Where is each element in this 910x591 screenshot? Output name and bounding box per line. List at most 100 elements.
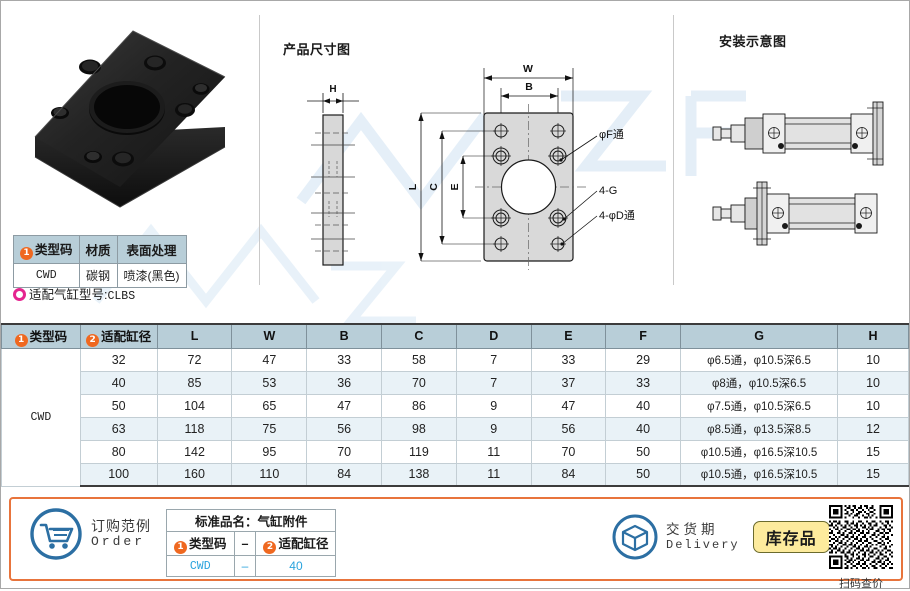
pink-ring-icon [13, 288, 26, 301]
spec-cell-B: 84 [306, 462, 382, 487]
front-view-drawing: W B [407, 63, 635, 270]
spec-cell-D: 9 [455, 393, 532, 418]
spec-bore-cell: 100 [79, 462, 158, 487]
order-example-type-code: CWD [166, 555, 235, 577]
spec-cell-C: 58 [381, 347, 457, 372]
delivery-box-icon [612, 514, 658, 560]
installation-diagram-title: 安装示意图 [719, 34, 787, 49]
divider-left [259, 15, 260, 285]
product-photo [15, 17, 240, 217]
spec-cell-G: φ10.5通，φ16.5深10.5 [679, 462, 839, 487]
spec-cell-E: 33 [530, 347, 607, 372]
spec-header-D: D [455, 323, 532, 349]
info-type-code-value: CWD [13, 263, 80, 288]
callout-f-through: φF通 [599, 128, 624, 141]
qr-caption: 扫码查价 [839, 578, 883, 590]
label-E: E [449, 183, 461, 190]
fit-label: 适配气缸型号 [29, 288, 105, 302]
spec-cell-L: 160 [156, 462, 233, 487]
label-W: W [523, 63, 533, 75]
spec-cell-L: 104 [156, 393, 233, 418]
spec-cell-H: 15 [837, 462, 909, 487]
spec-cell-L: 85 [156, 370, 233, 395]
label-C: C [428, 183, 440, 191]
spec-cell-D: 11 [455, 439, 532, 464]
delivery-label-en: Delivery [666, 537, 740, 552]
spec-header-W: W [231, 323, 308, 349]
spec-header-L: L [156, 323, 233, 349]
spec-cell-E: 47 [530, 393, 607, 418]
spec-header-F: F [605, 323, 681, 349]
spec-cell-W: 110 [231, 462, 308, 487]
spec-cell-W: 47 [231, 347, 308, 372]
spec-cell-D: 9 [455, 416, 532, 441]
spec-cell-F: 40 [605, 393, 681, 418]
spec-cell-C: 119 [381, 439, 457, 464]
spec-cell-H: 15 [837, 439, 909, 464]
delivery-block: 交货期 Delivery 库存品 [611, 513, 830, 561]
top-region: 产品尺寸图 安装示意图 H [1, 1, 909, 313]
spec-cell-G: φ8.5通，φ13.5深8.5 [679, 416, 839, 441]
dimension-drawing-title: 产品尺寸图 [283, 42, 351, 57]
order-separator-header: – [233, 531, 257, 556]
spec-cell-W: 65 [231, 393, 308, 418]
fit-value: CLBS [107, 290, 136, 303]
spec-cell-G: φ10.5通，φ16.5深10.5 [679, 439, 839, 464]
spec-cell-W: 53 [231, 370, 308, 395]
order-label-block: 订购范例 Order [91, 518, 151, 549]
spec-cell-H: 10 [837, 393, 909, 418]
fit-cylinder-note: 适配气缸型号:CLBS [13, 284, 135, 303]
spec-cell-F: 50 [605, 439, 681, 464]
label-H: H [329, 84, 336, 95]
spec-cell-C: 86 [381, 393, 457, 418]
badge-2-icon: 2 [263, 541, 277, 554]
spec-cell-E: 84 [530, 462, 607, 487]
spec-cell-B: 70 [306, 439, 382, 464]
spec-cell-L: 72 [156, 347, 233, 372]
spec-header-B: B [306, 323, 382, 349]
info-header-material: 材质 [78, 235, 118, 264]
spec-cell-H: 10 [837, 347, 909, 372]
spec-header-H: H [837, 323, 909, 349]
label-L: L [407, 183, 419, 190]
label-B: B [525, 81, 533, 93]
callout-four-g: 4-G [599, 185, 617, 197]
spec-cell-D: 11 [455, 462, 532, 487]
badge-1-icon: 1 [14, 333, 28, 347]
spec-cell-L: 118 [156, 416, 233, 441]
spec-cell-L: 142 [156, 439, 233, 464]
badge-1-icon: 1 [174, 541, 187, 554]
spec-bore-cell: 63 [79, 416, 158, 441]
order-std-name-row: 标准品名：气缸附件 [165, 509, 337, 532]
spec-cell-E: 56 [530, 416, 607, 441]
spec-bore-cell: 50 [79, 393, 158, 418]
spec-header-C: C [381, 323, 457, 349]
callout-four-d-through: 4-φD通 [599, 209, 635, 222]
spec-cell-C: 70 [381, 370, 457, 395]
divider-right [673, 15, 674, 285]
shopping-cart-icon [30, 508, 82, 560]
badge-2-icon: 2 [86, 333, 100, 347]
spec-header-E: E [530, 323, 607, 349]
delivery-label-cn: 交货期 [666, 521, 719, 537]
qr-code-icon [829, 505, 893, 569]
spec-cell-B: 33 [306, 347, 382, 372]
spec-cell-C: 138 [381, 462, 457, 487]
order-std-name: 标准品名：气缸附件 [165, 509, 337, 532]
